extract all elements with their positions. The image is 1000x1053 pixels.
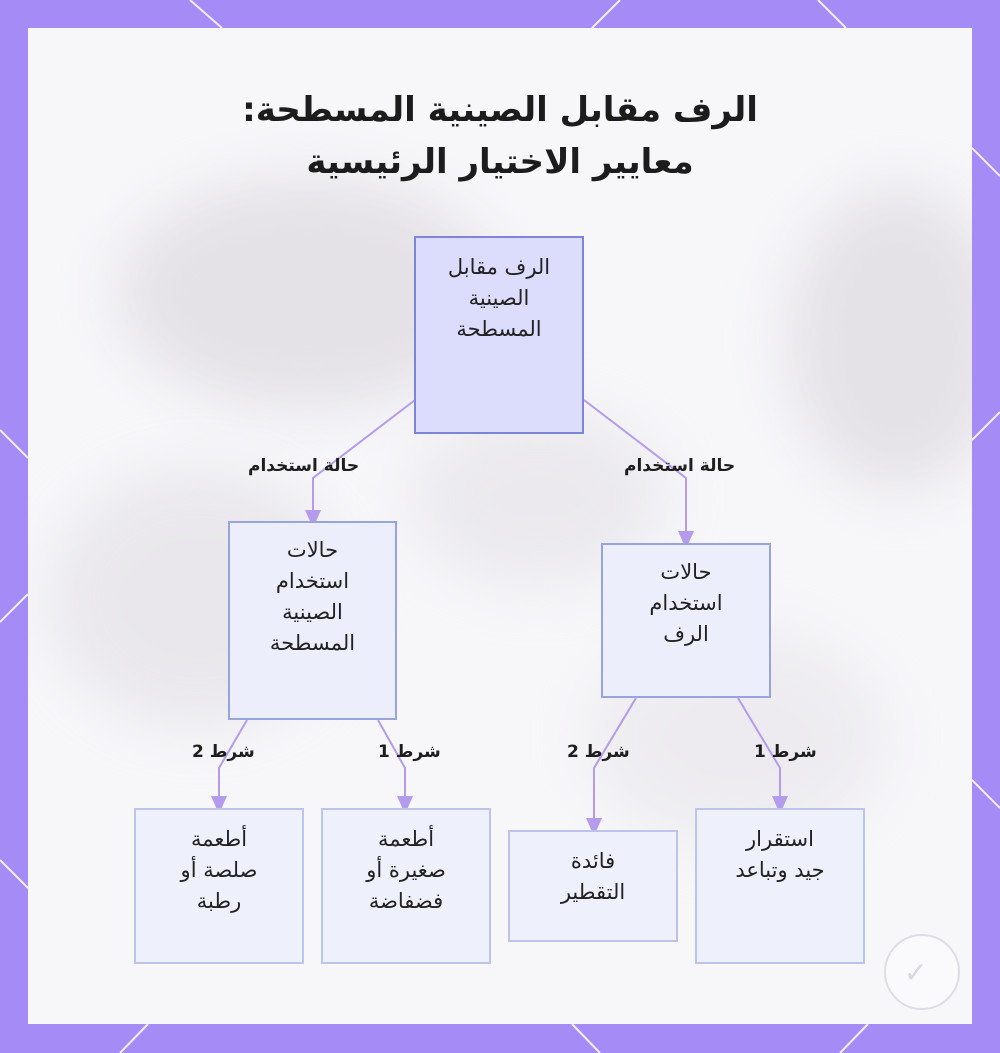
node-rack-drip: فائدة التقطير xyxy=(508,830,678,942)
edge-label-rack-cond2: شرط 2 xyxy=(567,742,630,762)
node-rack-stability: استقرار جيد وتباعد xyxy=(695,808,865,964)
edge-tray-wet xyxy=(211,719,248,814)
title-line-1: الرف مقابل الصينية المسطحة: xyxy=(242,90,758,130)
title-line-2: معايير الاختيار الرئيسية xyxy=(306,142,694,182)
edge-label-use-case-right: حالة استخدام xyxy=(624,456,736,476)
node-rack-uses: حالات استخدام الرف xyxy=(601,543,771,698)
edge-label-use-case-left: حالة استخدام xyxy=(248,456,360,476)
logo-icon: ✓ xyxy=(884,934,960,1010)
edge-label-rack-cond1: شرط 1 xyxy=(754,742,817,762)
edge-root-rack xyxy=(583,399,694,549)
edge-label-tray-cond2: شرط 2 xyxy=(192,742,255,762)
node-tray-uses: حالات استخدام الصينية المسطحة xyxy=(228,521,397,720)
node-root: الرف مقابل الصينية المسطحة xyxy=(414,236,584,434)
page-title: الرف مقابل الصينية المسطحة: معايير الاخت… xyxy=(150,84,850,188)
edge-rack-drip xyxy=(586,697,637,836)
edge-tray-small xyxy=(377,719,413,814)
edge-rack-stability xyxy=(737,697,788,814)
node-tray-small: أطعمة صغيرة أو فضفاضة xyxy=(321,808,491,964)
edge-root-tray xyxy=(305,399,416,528)
edge-label-tray-cond1: شرط 1 xyxy=(378,742,441,762)
node-tray-wet: أطعمة صلصة أو رطبة xyxy=(134,808,304,964)
